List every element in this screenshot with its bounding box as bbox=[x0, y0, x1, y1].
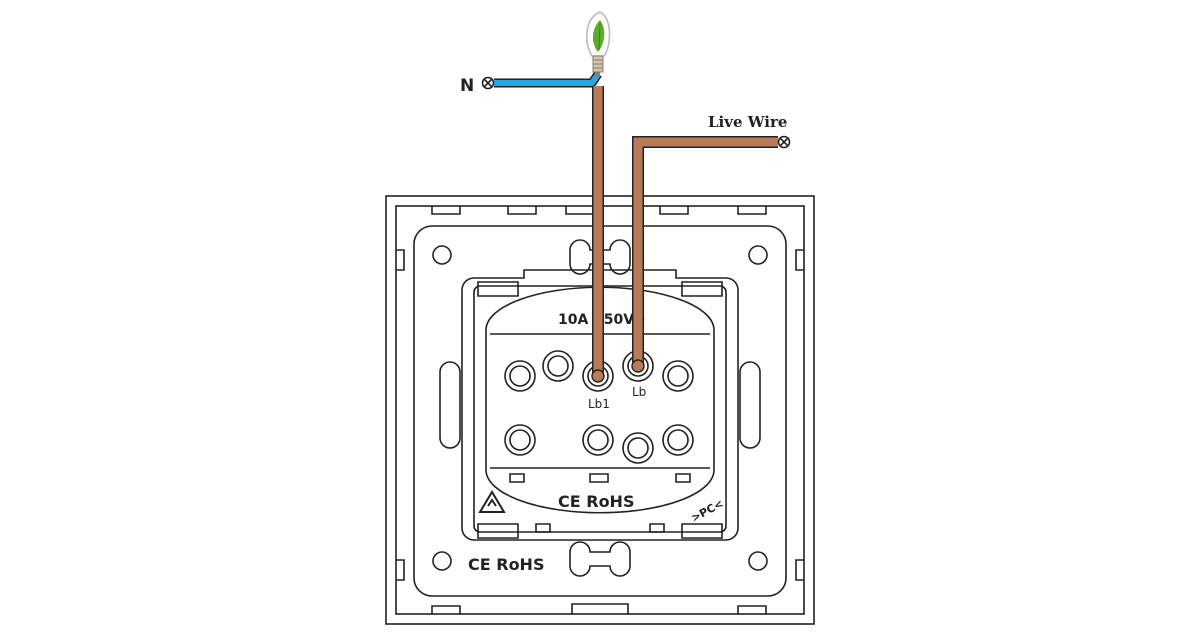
live-wire bbox=[632, 136, 778, 366]
light-bulb-icon bbox=[585, 11, 611, 76]
live-wire-label: Live Wire bbox=[708, 113, 787, 131]
terminal-label-lb: Lb bbox=[632, 385, 646, 399]
neutral-connector-icon bbox=[481, 76, 495, 90]
pc-mark: >PC< bbox=[689, 497, 726, 525]
terminal-screw-icon bbox=[504, 350, 694, 464]
live-connector-icon bbox=[777, 135, 791, 149]
recycle-icon bbox=[478, 490, 506, 513]
neutral-label: N bbox=[460, 76, 474, 96]
terminal-label-lb1: Lb1 bbox=[588, 397, 610, 411]
certification-mark-outer: CE RoHS bbox=[468, 555, 544, 574]
rating-text-current: 10A bbox=[558, 312, 588, 328]
certification-mark-inner: CE RoHS bbox=[558, 492, 634, 511]
